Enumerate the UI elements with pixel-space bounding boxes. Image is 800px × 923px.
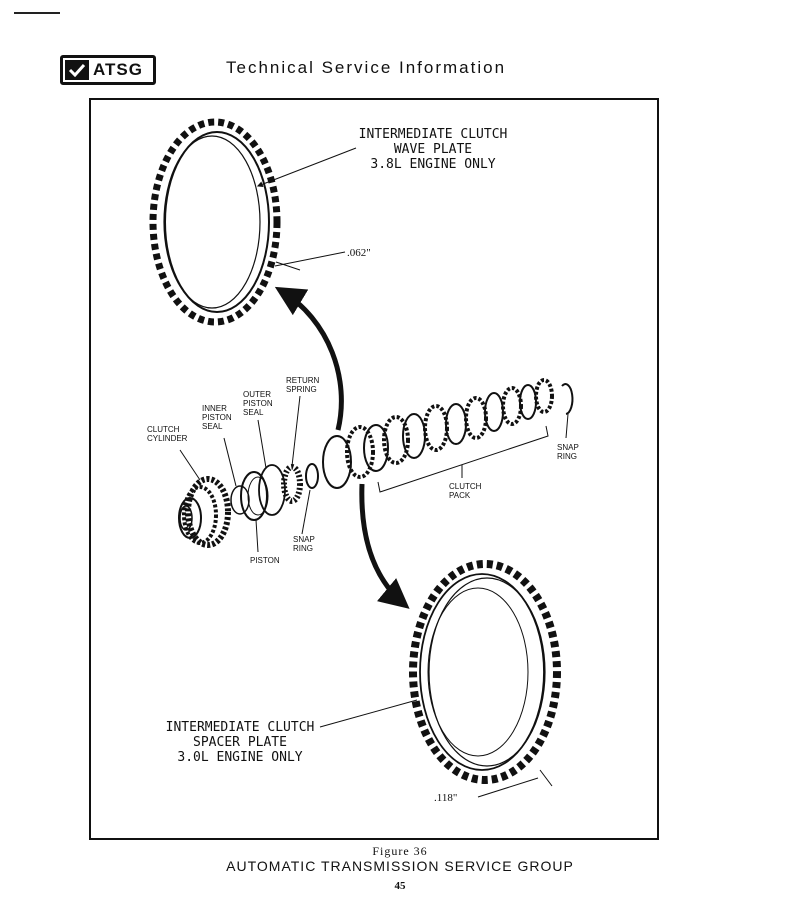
- snap-ring-left-label-1: SNAP: [293, 535, 315, 544]
- wave-plate-label-3: 3.8L ENGINE ONLY: [370, 157, 495, 172]
- piston-label: PISTON: [250, 556, 280, 565]
- wave-thickness-label: .062": [347, 247, 371, 259]
- spacer-plate: [409, 560, 561, 784]
- spacer-plate-label-1: INTERMEDIATE CLUTCH: [166, 720, 315, 735]
- top-rule: [14, 12, 60, 14]
- return-spring-label-2: SPRING: [286, 385, 317, 394]
- outer-seal-label-1: OUTER: [243, 390, 271, 399]
- spacer-thickness-label: .118": [434, 792, 457, 804]
- inner-seal-label-3: SEAL: [202, 422, 223, 431]
- outer-seal-label-3: SEAL: [243, 408, 264, 417]
- clutch-pack: [322, 378, 554, 489]
- return-spring: [281, 464, 303, 504]
- logo-text: ATSG: [93, 60, 143, 79]
- inner-seal-label-1: INNER: [202, 404, 227, 413]
- wave-plate-label-1: INTERMEDIATE CLUTCH: [359, 127, 508, 142]
- snap-ring-right-label-2: RING: [557, 452, 577, 461]
- clutch-pack-bracket: [377, 425, 549, 493]
- spacer-plate-label-2: SPACER PLATE: [193, 735, 287, 750]
- return-spring-label-1: RETURN: [286, 376, 320, 385]
- clutch-cylinder: [178, 476, 231, 548]
- page-number: 45: [394, 880, 406, 892]
- figure-caption: Figure 36: [372, 844, 428, 858]
- clutch-pack-label-1: CLUTCH: [449, 482, 482, 491]
- atsg-logo: ATSG: [60, 55, 156, 85]
- page-title: Technical Service Information: [226, 58, 507, 77]
- company-footer: AUTOMATIC TRANSMISSION SERVICE GROUP: [226, 858, 574, 874]
- wave-plate: [149, 118, 281, 326]
- snap-ring-right: [561, 383, 574, 415]
- wave-plate-label-2: WAVE PLATE: [394, 142, 472, 157]
- clutch-cylinder-label-2: CYLINDER: [147, 434, 188, 443]
- arrow-to-wave-plate: [274, 286, 344, 431]
- spacer-plate-label-3: 3.0L ENGINE ONLY: [177, 750, 302, 765]
- outer-seal-label-2: PISTON: [243, 399, 273, 408]
- arrow-to-spacer-plate: [359, 483, 410, 609]
- checkmark-icon: [65, 60, 89, 80]
- snap-ring-left-label-2: RING: [293, 544, 313, 553]
- figure-frame: [89, 98, 659, 840]
- piston: [230, 464, 286, 521]
- snap-ring-left: [305, 463, 319, 489]
- snap-ring-right-label-1: SNAP: [557, 443, 579, 452]
- clutch-cylinder-label-1: CLUTCH: [147, 425, 180, 434]
- inner-seal-label-2: PISTON: [202, 413, 232, 422]
- clutch-pack-label-2: PACK: [449, 491, 471, 500]
